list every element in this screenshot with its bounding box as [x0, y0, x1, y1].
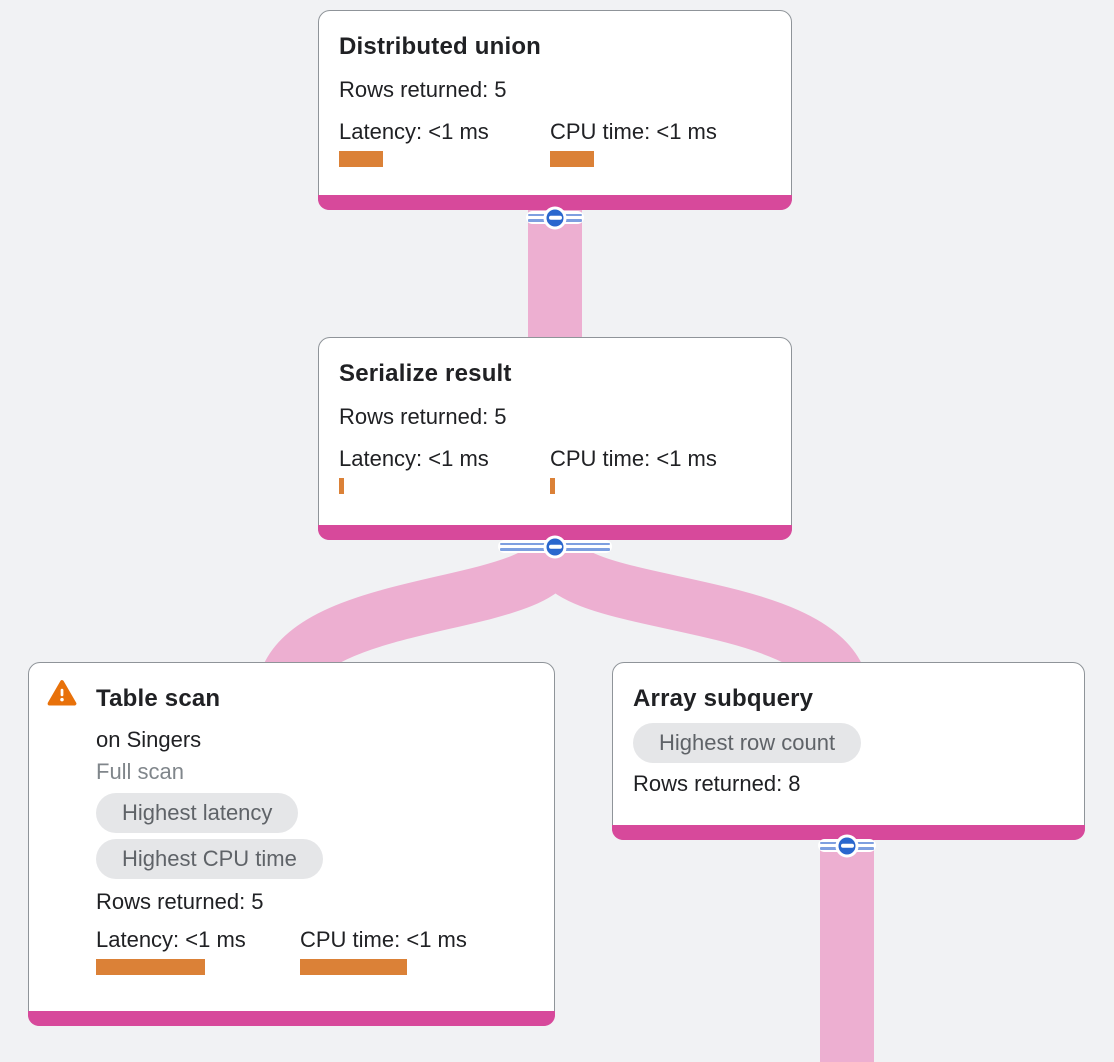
metrics-row: Latency: <1 ms CPU time: <1 ms: [96, 927, 534, 975]
rows-returned-text: Rows returned: 5: [339, 404, 507, 429]
metrics-row: Latency: <1 ms CPU time: <1 ms: [339, 119, 771, 167]
latency-label: Latency: <1 ms: [96, 927, 246, 952]
metrics-row: Latency: <1 ms CPU time: <1 ms: [339, 446, 771, 494]
cpu-time-bar: [550, 151, 594, 167]
badge-highest-latency: Highest latency: [96, 793, 299, 833]
badge-highest-row-count: Highest row count: [633, 723, 862, 763]
cpu-time-bar: [550, 478, 555, 494]
node-severity-bar: [318, 525, 792, 540]
minus-icon: [840, 843, 854, 848]
node-severity-bar: [28, 1011, 555, 1026]
collapse-button-array-subquery[interactable]: [818, 834, 876, 857]
rows-returned-text: Rows returned: 5: [339, 77, 507, 102]
cpu-time-bar: [300, 959, 407, 975]
node-title: Serialize result: [339, 360, 512, 387]
node-title: Table scan: [96, 685, 221, 712]
collapse-circle[interactable]: [835, 834, 859, 857]
node-title: Array subquery: [633, 685, 814, 712]
cpu-time-label: CPU time: <1 ms: [300, 927, 467, 952]
latency-bar: [96, 959, 205, 975]
latency-label: Latency: <1 ms: [339, 446, 489, 471]
plan-node-distributed-union[interactable]: Distributed union Rows returned: 5 Laten…: [318, 10, 792, 210]
minus-icon: [548, 215, 562, 220]
full-scan-note: Full scan: [96, 759, 185, 784]
rows-returned-text: Rows returned: 5: [96, 889, 264, 914]
latency-bar: [339, 151, 383, 167]
node-severity-bar: [318, 195, 792, 210]
node-severity-bar: [612, 825, 1085, 840]
plan-node-table-scan[interactable]: Table scan on Singers Full scan Highest …: [28, 662, 555, 1026]
plan-node-array-subquery[interactable]: Array subquery Highest row count Rows re…: [612, 662, 1085, 840]
collapse-circle[interactable]: [543, 206, 567, 229]
latency-bar: [339, 478, 344, 494]
node-subtitle: on Singers: [96, 727, 202, 752]
node-title: Distributed union: [339, 33, 542, 60]
latency-label: Latency: <1 ms: [339, 119, 489, 144]
minus-icon: [548, 544, 562, 549]
cpu-time-label: CPU time: <1 ms: [550, 446, 717, 471]
collapse-circle[interactable]: [543, 535, 567, 558]
collapse-button-serialize-result[interactable]: [498, 535, 612, 558]
plan-node-serialize-result[interactable]: Serialize result Rows returned: 5 Latenc…: [318, 337, 792, 540]
warning-triangle-icon: [47, 680, 77, 706]
collapse-button-distributed-union[interactable]: [526, 206, 584, 229]
badge-highest-cpu-time: Highest CPU time: [96, 839, 323, 879]
cpu-time-label: CPU time: <1 ms: [550, 119, 717, 144]
rows-returned-text: Rows returned: 8: [633, 771, 801, 796]
